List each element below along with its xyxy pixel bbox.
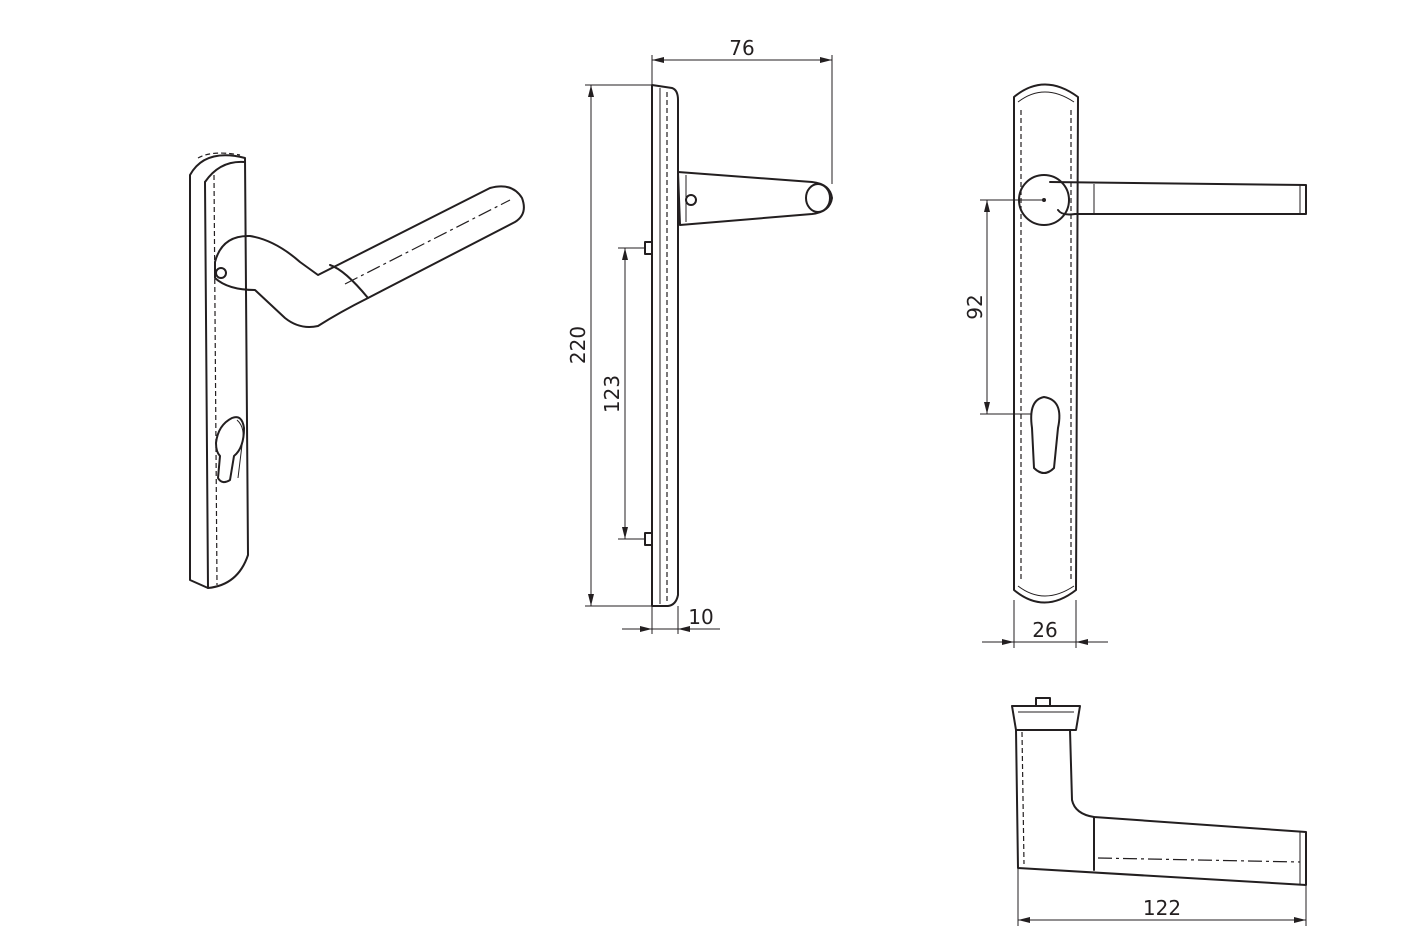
front-keyhole [1030,396,1061,474]
dimension-10: 10 [688,605,713,629]
iso-backplate-outline [189,154,249,589]
iso-backplate-hidden-edge [213,174,218,586]
side-fixing-lug-bottom [644,532,653,546]
dimension-220: 220 [566,326,590,364]
top-view: 122 [1011,697,1307,926]
front-backplate [1013,83,1079,604]
iso-backplate-front-edge [204,160,246,183]
side-lever [677,171,833,226]
top-rose-cap [1011,705,1081,731]
front-lever [1049,181,1307,216]
dimension-76: 76 [729,36,754,60]
dimension-122: 122 [1143,896,1181,920]
front-view: 92 26 [963,83,1307,648]
side-fixing-lug-top [644,241,653,255]
dimension-26: 26 [1032,618,1057,642]
side-backplate [651,84,679,607]
dimension-123: 123 [600,375,624,413]
iso-lever-centerline [344,199,511,285]
top-lever-centerline [1097,857,1301,863]
dimension-92: 92 [963,294,987,319]
iso-keyhole [215,416,245,484]
side-view: 76 220 123 10 [566,36,833,634]
isometric-view [189,152,525,589]
iso-lever [214,185,525,328]
